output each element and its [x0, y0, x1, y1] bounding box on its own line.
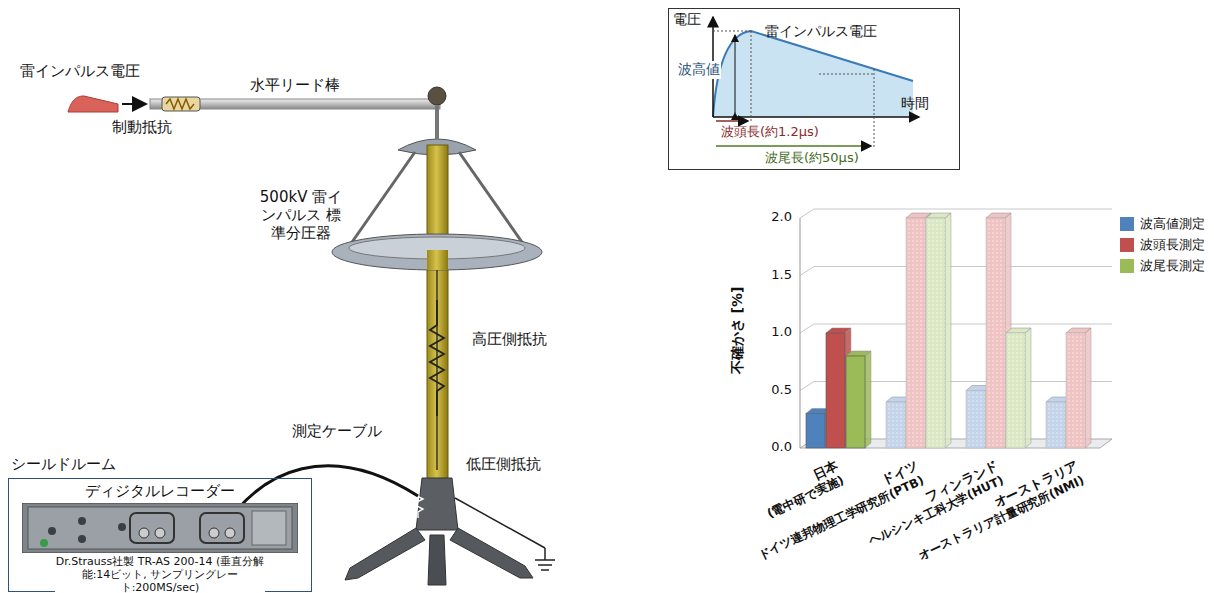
node-text: Dr.Strauss社製 TR-AS 200-14 (垂直分解能:14ビット, …	[55, 555, 265, 593]
base	[416, 478, 458, 530]
node-text: 波尾長(約50μs)	[765, 149, 859, 167]
waveform-inset: 電圧雷インパルス電圧波高値時間波頭長(約1.2μs) 波尾長(約50μs)	[668, 8, 960, 170]
recorder-panel	[22, 503, 298, 553]
divider-column	[427, 145, 448, 480]
node-text: 時間	[901, 95, 929, 113]
node-text: 雷インパルス電圧	[765, 23, 877, 41]
node-text: 波頭長(約1.2μs)	[721, 123, 819, 141]
top-ball	[428, 87, 446, 105]
label: 1.0	[771, 324, 792, 340]
legend-row: 波尾長測定	[1120, 256, 1205, 276]
damping-resistor	[162, 97, 200, 111]
label: 測定ケーブル	[292, 422, 382, 440]
node-text: 電圧	[673, 11, 701, 29]
label: 0.5	[771, 382, 792, 398]
node-text: シールドルーム	[11, 455, 116, 474]
hv-resistor	[430, 300, 444, 416]
label: 雷インパルス電圧	[20, 62, 140, 80]
legend-text: 波高値測定	[1140, 215, 1205, 233]
label: 1.5	[771, 267, 792, 283]
label: 2.0	[771, 209, 792, 225]
label: 水平リード棒	[250, 76, 340, 94]
shield-ring	[332, 234, 542, 270]
recorder: ディジタルレコーダー Dr.Strauss社製 TR-AS 200-14 (垂直分…	[17, 482, 303, 593]
legend-swatch	[1120, 238, 1134, 252]
label: 500kV 雷インパルス 標準分圧器	[255, 188, 347, 242]
label: 不確かさ [%]	[730, 286, 747, 374]
label: 高圧側抵抗	[472, 330, 547, 348]
legend-swatch	[1120, 217, 1134, 231]
legend-row: 波頭長測定	[1120, 235, 1205, 255]
legend-swatch	[1120, 259, 1134, 273]
label: 制動抵抗	[112, 118, 172, 136]
node-text: ディジタルレコーダー	[85, 482, 235, 501]
legend-text: 波頭長測定	[1140, 236, 1205, 254]
arrow	[122, 103, 146, 105]
ground	[544, 548, 546, 560]
label: 0.0	[771, 439, 792, 455]
label: 低圧側抵抗	[466, 455, 541, 473]
bar-chart	[800, 209, 1112, 448]
impulse-icon	[68, 96, 118, 112]
legend-row: 波高値測定	[1120, 214, 1205, 234]
shield-room: シールドルームディジタルレコーダーDr.Strauss社製 TR-AS 200-…	[8, 478, 312, 592]
lv-resistor	[413, 485, 423, 518]
node-text: 波高値	[677, 61, 721, 79]
legend-text: 波尾長測定	[1140, 257, 1205, 275]
